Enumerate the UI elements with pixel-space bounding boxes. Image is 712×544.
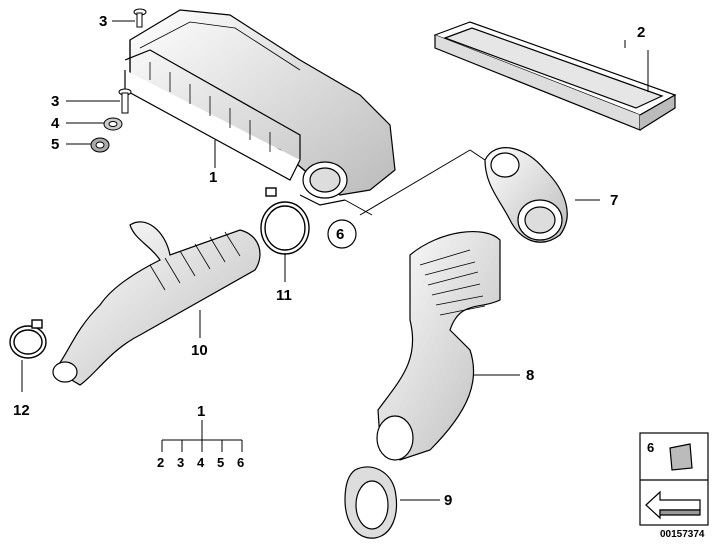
callout-3: 3 — [51, 93, 60, 110]
callout-5: 5 — [51, 136, 60, 153]
inset-box — [639, 432, 709, 526]
tree-child: 6 — [237, 455, 245, 470]
seal-ring — [344, 466, 398, 539]
intake-duct — [376, 230, 501, 461]
reference-number: 00157374 — [660, 529, 705, 540]
tree-child: 4 — [197, 455, 205, 470]
callout-11: 11 — [276, 287, 292, 304]
hose-clamp-large — [260, 187, 310, 255]
callout-9: 9 — [444, 492, 453, 509]
callout-2: 2 — [637, 24, 646, 41]
screw-top — [133, 8, 147, 28]
filter-element — [433, 21, 677, 131]
grommet — [90, 137, 110, 153]
tree-root: 1 — [197, 403, 206, 420]
tree-child: 5 — [217, 455, 225, 470]
washer — [103, 117, 123, 131]
callout-6: 6 — [336, 226, 345, 243]
callout-1: 1 — [209, 169, 218, 186]
air-filter-housing — [124, 9, 396, 206]
inset-label: 6 — [647, 440, 655, 455]
hose-clamp-small — [9, 319, 47, 359]
callout-3-top: 3 — [99, 13, 108, 30]
leader-lines — [21, 20, 649, 501]
intake-hose — [52, 221, 261, 386]
callout-12: 12 — [13, 402, 30, 419]
callout-4: 4 — [51, 115, 60, 132]
callout-10: 10 — [191, 342, 208, 359]
bolt — [118, 88, 132, 114]
callout-8: 8 — [526, 367, 535, 384]
tree-child: 3 — [177, 455, 185, 470]
assembly-tree — [161, 420, 243, 452]
rubber-bellows — [484, 147, 568, 243]
callout-6-circle — [327, 219, 357, 249]
tree-child: 2 — [157, 455, 165, 470]
callout-7: 7 — [610, 192, 619, 209]
